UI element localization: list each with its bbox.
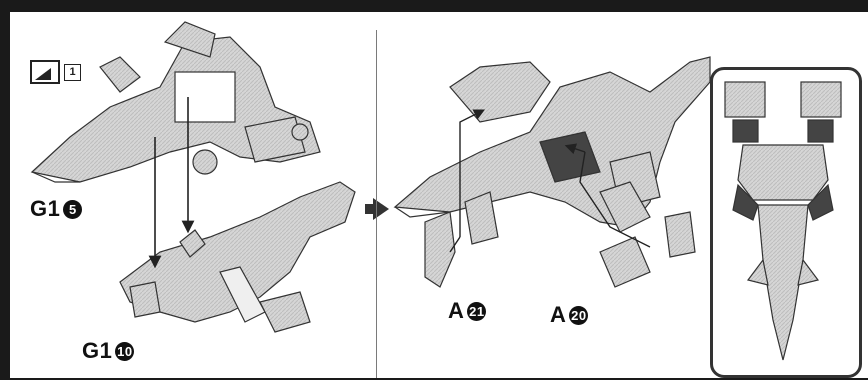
part-code: A [550,302,567,327]
completed-part-drawing [724,81,842,361]
step-divider [376,30,377,378]
assembly-illustration [30,21,711,333]
part-code: G1 [30,196,61,221]
upper-part-left [30,21,321,183]
part-label-g1-5: G1 5 [30,196,83,222]
part-number-badge: 20 [569,305,589,325]
instruction-sheet: 1 [10,12,868,378]
next-step-arrow [365,198,389,220]
part-label-a-21: A 21 [448,298,487,324]
lower-part-left [119,181,356,333]
completed-view-inset [710,67,862,378]
assembly-arrows-left [148,97,195,269]
nipper-tool-icon [30,60,60,84]
part-code: A [448,298,465,323]
main-assembly-right [393,56,711,233]
part-a21-shape [424,191,499,288]
part-number-badge: 10 [115,341,135,361]
assembly-arrows-right [449,109,651,253]
step-number-box: 1 [64,63,81,81]
part-code: G1 [82,338,113,363]
part-label-a-20: A 20 [550,302,589,328]
part-label-g1-10: G1 10 [82,338,135,364]
part-a20-shape [599,211,696,288]
part-number-badge: 21 [467,301,487,321]
tool-step-indicator: 1 [30,60,81,84]
part-number-badge: 5 [63,199,83,219]
